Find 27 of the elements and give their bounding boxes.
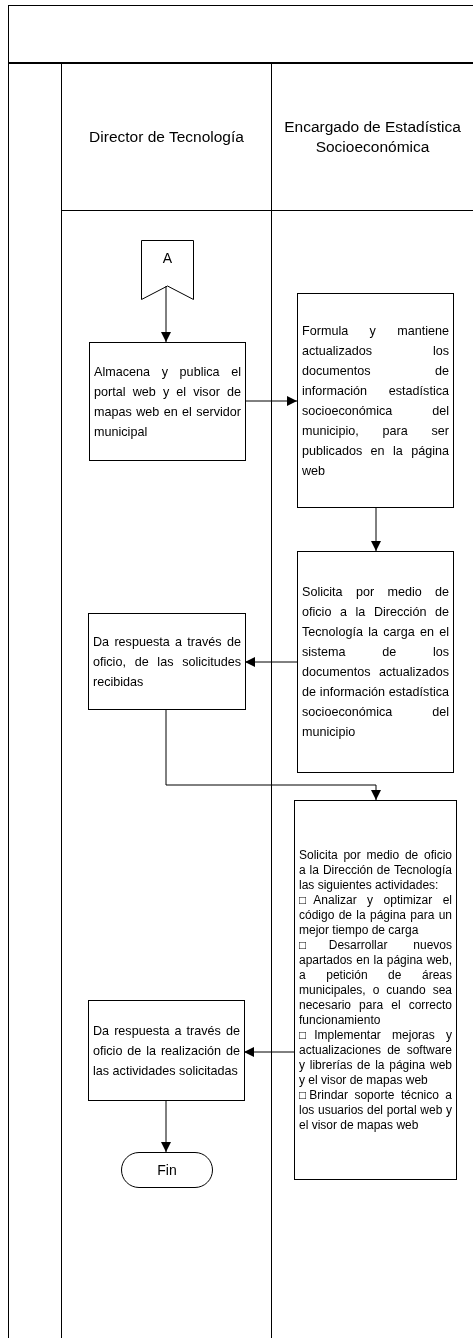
process-box (88, 1000, 245, 1101)
process-box (88, 613, 246, 710)
off-page-connector (141, 240, 194, 300)
process-text: Formula y mantiene actualizados los documentos de información estadística socioeconómica del municipio, para ser publicados en la página web (302, 322, 449, 480)
process-box (89, 342, 246, 461)
arrow (244, 396, 298, 406)
connector-label: A (161, 249, 174, 268)
process-box (294, 800, 457, 1180)
lane-header: Encargado de Estadística Socioeconómica (283, 116, 462, 157)
process-box (297, 551, 454, 773)
process-text: □Analizar y optimizar el código de la página para un mejor tiempo de carga (299, 892, 452, 938)
process-box (297, 293, 454, 508)
process-text: □Brindar soporte técnico a los usuarios del portal web y el visor de mapas web (299, 1087, 452, 1133)
arrow (244, 657, 298, 667)
process-text: Solicita por medio de oficio a la Dirección de Tecnología las siguientes actividades: (299, 847, 452, 893)
swimlane (61, 63, 272, 1338)
terminator: Fin (121, 1152, 213, 1188)
arrow (243, 1047, 295, 1057)
process-text: Solicita por medio de oficio a la Dirección de Tecnología la carga en el sistema de los documentos actualizados de información estadística socioeconómica del municipio (302, 584, 449, 741)
lane-header: Director de Tecnología (88, 126, 245, 147)
process-text: □Implementar mejoras y actualizaciones de software y librerías de la página web y el visor de mapas web (299, 1027, 452, 1088)
arrow (371, 507, 381, 552)
process-text: Almacena y publica el portal web y el visor de mapas web en el servidor municipal (94, 363, 241, 441)
arrow (161, 1100, 171, 1153)
process-text: Da respuesta a través de oficio de la realización de las actividades solicitadas (93, 1022, 240, 1080)
process-text: Da respuesta a través de oficio, de las solicitudes recibidas (93, 633, 241, 691)
arrow (165, 709, 381, 801)
